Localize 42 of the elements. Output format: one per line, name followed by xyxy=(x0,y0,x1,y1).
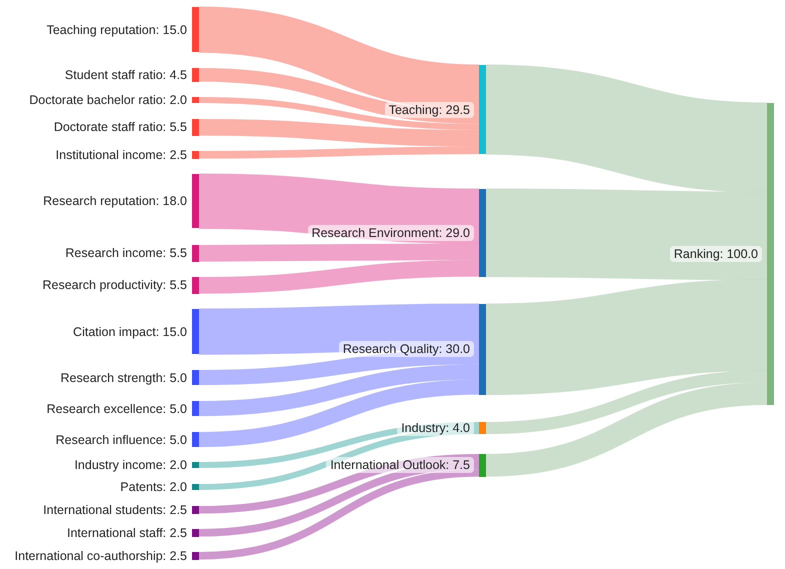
node-label: Doctorate bachelor ratio: 2.0 xyxy=(29,92,187,108)
flow-band xyxy=(486,370,768,434)
flow-band xyxy=(198,243,480,262)
flow-band xyxy=(198,462,480,537)
flow-band xyxy=(198,119,480,147)
node-label: Research income: 5.5 xyxy=(65,245,187,262)
flow-band xyxy=(198,68,480,124)
node-label: Research reputation: 18.0 xyxy=(43,193,187,210)
node-label: Research Quality: 30.0 xyxy=(338,341,474,358)
node-label: Industry income: 2.0 xyxy=(74,457,187,474)
node-label: Doctorate staff ratio: 5.5 xyxy=(54,119,187,136)
flow-band xyxy=(198,260,480,294)
flow-band xyxy=(198,146,480,159)
flow-band xyxy=(198,364,480,416)
flow-band xyxy=(198,174,480,244)
flow-band xyxy=(198,349,480,386)
node-label: Patents: 2.0 xyxy=(120,479,187,496)
flow-band xyxy=(198,422,480,468)
node-label: Research productivity: 5.5 xyxy=(42,277,187,294)
node-label: International Outlook: 7.5 xyxy=(326,457,474,474)
node-label: International co-authorship: 2.5 xyxy=(14,548,187,564)
flow-band xyxy=(198,454,480,514)
node-label: Teaching: 29.5 xyxy=(384,102,474,118)
flow-band xyxy=(198,469,480,560)
flow-band xyxy=(198,428,480,490)
flow-band xyxy=(486,382,768,477)
flow-band xyxy=(198,97,480,130)
node-label: Teaching reputation: 15.0 xyxy=(46,22,187,38)
node-label: Research Environment: 29.0 xyxy=(308,224,474,241)
node-label: Research strength: 5.0 xyxy=(60,370,187,386)
node-label: Research influence: 5.0 xyxy=(56,432,187,448)
flow-band xyxy=(486,188,768,280)
node-label: Research excellence: 5.0 xyxy=(46,400,187,417)
node-label: Student staff ratio: 4.5 xyxy=(64,66,187,83)
node-label: Industry: 4.0 xyxy=(397,420,474,436)
flow-band xyxy=(198,6,480,111)
node-label: International staff: 2.5 xyxy=(67,524,187,541)
node-label: International students: 2.5 xyxy=(43,502,187,518)
flow-band xyxy=(484,64,768,193)
node-label: Ranking: 100.0 xyxy=(670,246,762,262)
node-label: Citation impact: 15.0 xyxy=(73,324,187,340)
node-label: Institutional income: 2.5 xyxy=(56,146,187,163)
